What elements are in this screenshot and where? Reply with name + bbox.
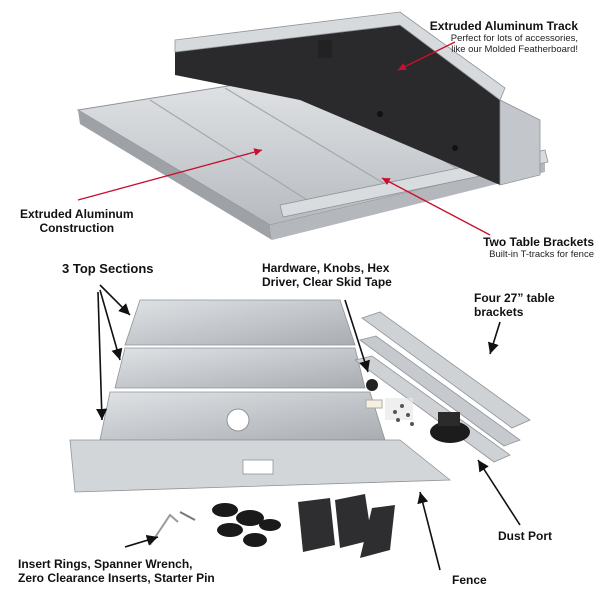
track-sub1: Perfect for lots of accessories, — [450, 32, 578, 44]
track-title: Extruded Aluminum Track — [429, 19, 578, 33]
groove — [149, 99, 316, 206]
brackets-arrow — [381, 177, 491, 236]
table-side-edge — [270, 160, 545, 240]
top-sections-arrow — [99, 289, 123, 361]
hardware-line1: Hardware, Knobs, Hex — [262, 261, 390, 275]
insert-rings-line1: Insert Rings, Spanner Wrench, — [18, 557, 193, 571]
four-brackets-arrow — [487, 321, 501, 355]
hardware-line2: Driver, Clear Skid Tape — [262, 274, 392, 289]
skid-tape — [335, 494, 372, 548]
dust-port-pipe — [318, 40, 332, 58]
groove — [224, 87, 396, 191]
hardware-callout: Hardware, Knobs, Hex Driver, Clear Skid … — [262, 261, 392, 290]
assembled-table — [76, 11, 549, 240]
construction-line1: Extruded Aluminum — [20, 207, 134, 221]
table-bracket — [361, 311, 531, 429]
fence-label: Fence — [452, 573, 487, 587]
table-front-edge — [78, 110, 272, 240]
top-section-1 — [124, 299, 356, 346]
fence-cutout — [242, 459, 274, 475]
track-sub2: like our Molded Featherboard! — [451, 43, 578, 55]
fence-knob — [452, 145, 458, 151]
hardware-pile — [365, 379, 414, 426]
four-brackets-callout: Four 27” table brackets — [474, 291, 555, 320]
dust-port-arrow — [477, 459, 521, 526]
insert-rings-line2: Zero Clearance Inserts, Starter Pin — [18, 570, 215, 585]
table-bracket — [359, 335, 521, 447]
top-sections-label: 3 Top Sections — [62, 261, 154, 276]
fence-end-track — [499, 99, 541, 186]
insert-rings-callout: Insert Rings, Spanner Wrench, Zero Clear… — [18, 557, 215, 586]
dust-port-label: Dust Port — [498, 529, 552, 543]
router-hole — [226, 408, 250, 432]
brackets-callout: Two Table Brackets Built-in T-tracks for… — [483, 235, 594, 261]
insert-rings-arrow — [124, 534, 159, 548]
brackets-sub: Built-in T-tracks for fence — [489, 248, 594, 260]
construction-line2: Construction — [39, 220, 115, 235]
construction-arrow — [77, 148, 263, 201]
hardware-arrow — [344, 299, 370, 373]
top-sections-arrow — [96, 291, 108, 421]
dust-port — [430, 412, 470, 443]
starter-pin — [179, 511, 196, 521]
fence-face — [175, 25, 500, 185]
kit-parts — [69, 299, 531, 558]
callout-arrows — [77, 41, 521, 571]
fence-arrow — [417, 491, 441, 571]
fence-knob — [377, 111, 383, 117]
four-brackets-line1: Four 27” table — [474, 291, 555, 305]
spanner-wrench — [149, 513, 179, 546]
insert-rings — [212, 503, 281, 547]
skid-tape — [360, 505, 395, 558]
top-section-2 — [114, 347, 366, 389]
brackets-title: Two Table Brackets — [483, 235, 594, 249]
track-callout: Extruded Aluminum Track Perfect for lots… — [429, 19, 578, 56]
construction-callout: Extruded Aluminum Construction — [20, 207, 134, 236]
top-sections-arrow — [99, 284, 131, 316]
skid-tape — [298, 498, 335, 552]
four-brackets-line2: brackets — [474, 304, 524, 319]
track-arrow — [397, 41, 456, 71]
